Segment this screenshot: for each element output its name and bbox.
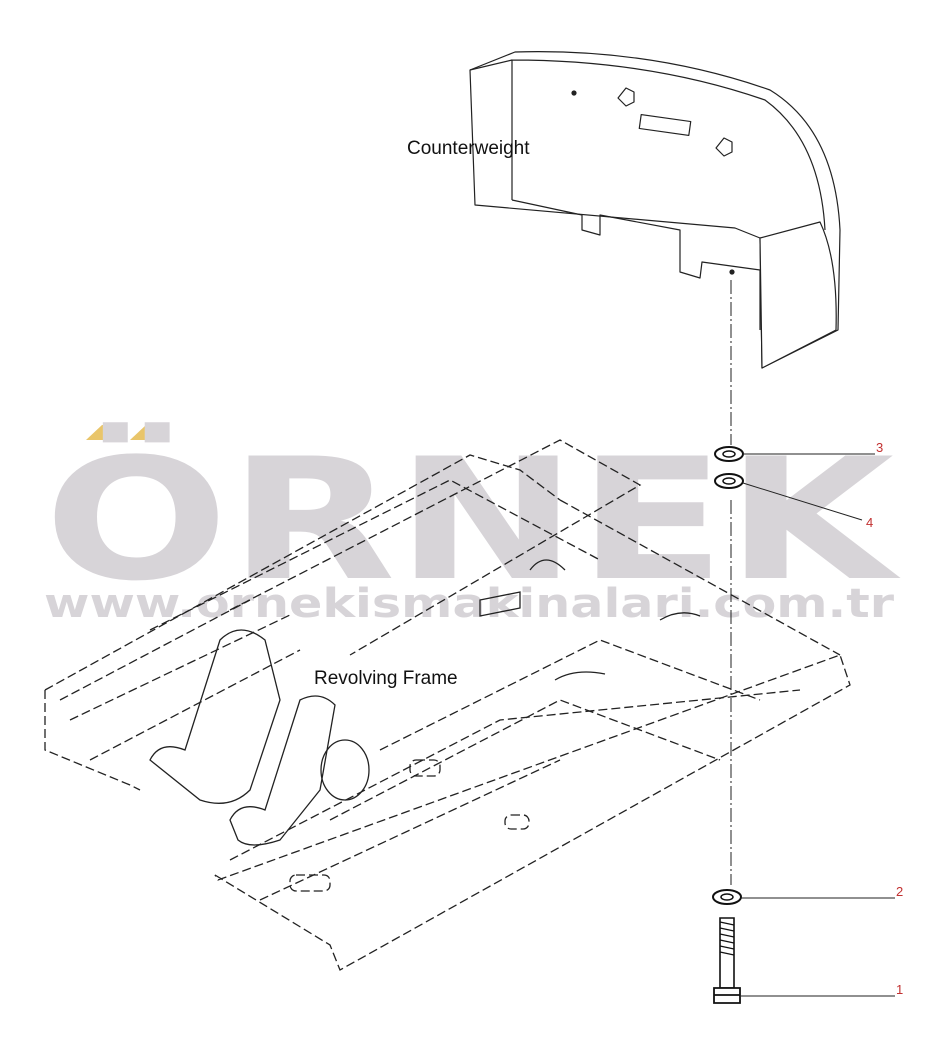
- washer-3-hole: [722, 450, 736, 458]
- hardware: [712, 446, 744, 1004]
- watermark-brand: ÖRNEK: [44, 422, 902, 618]
- frame-inner-bottom: [229, 689, 801, 901]
- watermark-accent-left: [86, 425, 110, 440]
- counterweight-end-face: [759, 221, 837, 369]
- watermark: ÖRNEK www.ornekismakinalari.com.tr: [44, 422, 902, 627]
- frame-outer-left: [44, 454, 561, 691]
- label-revolving-frame: Revolving Frame: [314, 668, 458, 689]
- frame-outer-bottom: [214, 654, 851, 971]
- washer-2-hole: [720, 893, 734, 901]
- frame-cross-member-2: [229, 439, 642, 656]
- callout-1: 1: [896, 982, 903, 997]
- counterweight-lug-left: [617, 87, 635, 107]
- leader-4: [742, 482, 863, 521]
- callout-4: 4: [866, 515, 873, 530]
- frame-pad-2: [504, 814, 530, 830]
- callout-3: 3: [876, 440, 883, 455]
- washer-4-hole: [722, 477, 736, 485]
- frame-pad-1: [409, 759, 441, 777]
- frame-cross-member-1: [149, 479, 601, 631]
- counterweight-lower-step: [511, 199, 761, 330]
- frame-floor-plates: [329, 639, 761, 821]
- watermark-url: www.ornekismakinalari.com.tr: [44, 581, 894, 627]
- counterweight-bolt-hole: [729, 269, 735, 275]
- counterweight-body: [469, 51, 841, 369]
- frame-outer-front: [44, 690, 141, 791]
- counterweight-lug-right: [715, 137, 733, 157]
- counterweight-lifting-slot: [638, 113, 692, 137]
- bolt-head: [713, 987, 741, 1004]
- frame-pad-3: [289, 874, 331, 892]
- frame-swing-bearing: [320, 739, 370, 801]
- watermark-accent-right: [130, 425, 160, 440]
- revolving-frame-drawing: [44, 439, 851, 971]
- frame-right-rail: [559, 499, 841, 656]
- counterweight-drawing: [469, 51, 841, 369]
- label-counterweight: Counterweight: [407, 138, 530, 159]
- frame-brackets: [479, 559, 701, 681]
- callout-2: 2: [896, 884, 903, 899]
- frame-boom-foot-right: [229, 695, 336, 846]
- bolt-thread: [719, 921, 735, 956]
- frame-boom-foot-left: [149, 629, 281, 804]
- counterweight-top-edge: [469, 59, 826, 231]
- leader-lines: [741, 453, 895, 997]
- counterweight-hole: [571, 90, 577, 96]
